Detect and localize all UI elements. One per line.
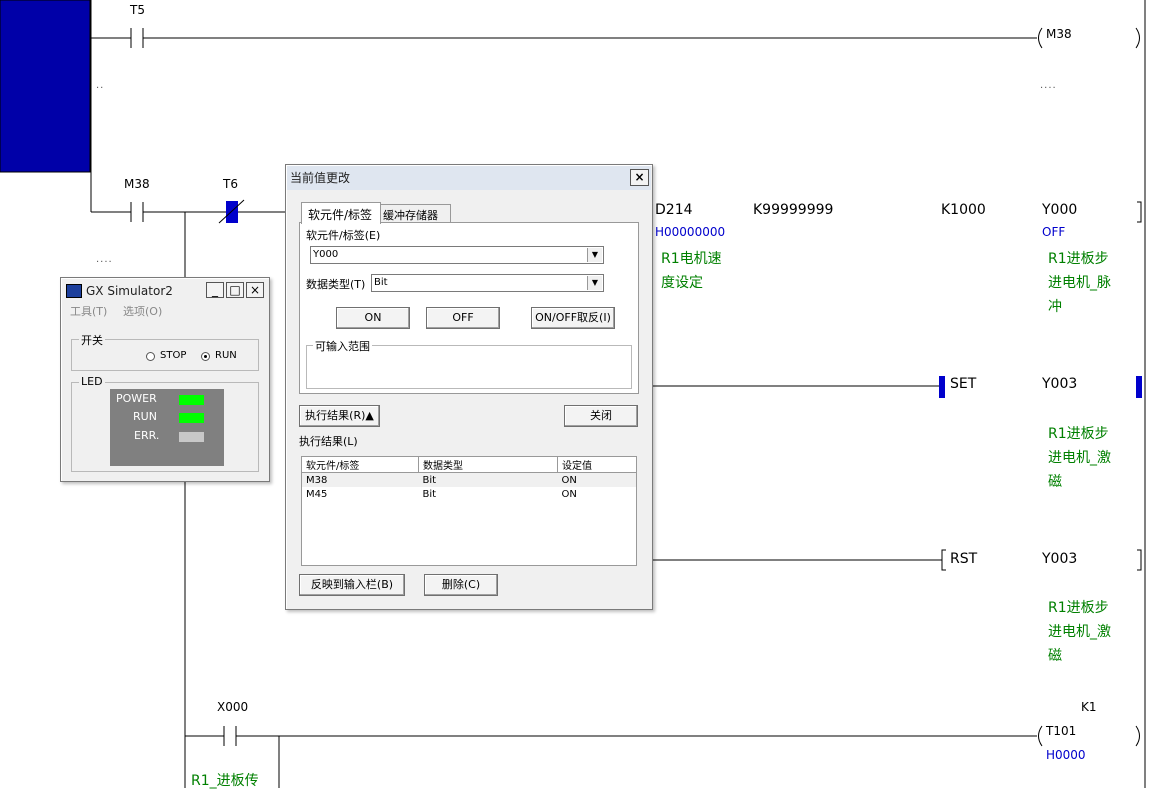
- table-row[interactable]: M45 Bit ON: [302, 487, 636, 501]
- contact-x000-comment: R1_进板传: [191, 773, 259, 789]
- row-type: Bit: [422, 474, 437, 486]
- row-value: ON: [561, 488, 577, 500]
- dialog-close-icon[interactable]: ×: [630, 169, 649, 186]
- menu-tools[interactable]: 工具(T): [70, 305, 108, 318]
- dialog-titlebar[interactable]: 当前值更改: [287, 166, 651, 190]
- range-group-label: 可输入范围: [313, 338, 372, 354]
- led-panel: POWER RUN ERR.: [110, 389, 224, 466]
- device-input[interactable]: Y000 ▼: [310, 246, 604, 264]
- col-datatype[interactable]: 数据类型: [418, 457, 558, 473]
- rst-comment-1: R1进板步: [1048, 600, 1109, 616]
- tab-buffer-memory-text: 缓冲存储器: [383, 209, 438, 222]
- device-label: 软元件/标签(E): [306, 229, 381, 242]
- toggle-button[interactable]: ON/OFF取反(I): [531, 307, 615, 329]
- reflect-to-input-button[interactable]: 反映到输入栏(B): [299, 574, 405, 596]
- contact-x000-label[interactable]: X000: [217, 700, 249, 714]
- led-run-label: RUN: [133, 410, 157, 423]
- exec-result-label: 执行结果(L): [299, 435, 358, 448]
- datatype-select[interactable]: Bit ▼: [371, 274, 604, 292]
- dialog-title: 当前值更改: [290, 171, 351, 185]
- set-comment-2: 进电机_激: [1048, 450, 1111, 466]
- on-button[interactable]: ON: [336, 307, 410, 329]
- instr-device-d214[interactable]: D214: [655, 202, 693, 218]
- led-power-label: POWER: [116, 392, 157, 405]
- row2-dots: ....: [96, 254, 113, 265]
- instr-device-comment-2: 度设定: [661, 275, 703, 291]
- instr-k99999999[interactable]: K99999999: [753, 202, 834, 218]
- instr-out-comment-1: R1进板步: [1048, 251, 1109, 267]
- maximize-icon[interactable]: □: [226, 282, 244, 298]
- instr-rst[interactable]: RST: [950, 551, 978, 567]
- tab-panel: 软元件/标签(E) Y000 ▼ 数据类型(T) Bit ▼ ON OFF ON…: [299, 222, 639, 394]
- instr-out-comment-2: 进电机_脉: [1048, 275, 1111, 291]
- change-value-dialog: 当前值更改 × 软元件/标签 缓冲存储器 软元件/标签(E) Y000 ▼ 数据…: [285, 164, 653, 610]
- tab-device-label-text: 软元件/标签: [308, 208, 373, 222]
- off-button[interactable]: OFF: [426, 307, 500, 329]
- instr-out-state: OFF: [1042, 225, 1066, 239]
- rst-comment-3: 磁: [1048, 648, 1062, 664]
- simulator-title: GX Simulator2: [86, 284, 173, 298]
- instr-set[interactable]: SET: [950, 376, 977, 392]
- delete-button[interactable]: 删除(C): [424, 574, 498, 596]
- contact-m38-label[interactable]: M38: [124, 177, 150, 191]
- led-run-indicator: [179, 413, 204, 423]
- set-comment-1: R1进板步: [1048, 426, 1109, 442]
- minimize-icon[interactable]: _: [206, 282, 224, 298]
- switch-group: [71, 339, 259, 371]
- selection-block: [0, 0, 91, 173]
- range-group: [306, 345, 632, 389]
- exec-result-toggle-button[interactable]: 执行结果(R)▲: [299, 405, 380, 427]
- coil-m38-label[interactable]: M38: [1046, 27, 1072, 41]
- led-group: [71, 382, 259, 472]
- tab-device-label[interactable]: 软元件/标签: [301, 202, 381, 224]
- contact-t5-label[interactable]: T5: [130, 3, 145, 17]
- col-device[interactable]: 软元件/标签: [302, 457, 419, 473]
- instr-out-comment-3: 冲: [1048, 299, 1062, 315]
- timer-k1[interactable]: K1: [1081, 700, 1097, 714]
- set-device-y003[interactable]: Y003: [1042, 376, 1078, 392]
- row1-dots-left: ..: [96, 80, 105, 91]
- datatype-dropdown-arrow-icon[interactable]: ▼: [587, 276, 602, 290]
- close-icon[interactable]: ×: [246, 282, 264, 298]
- exec-result-table: 软元件/标签 数据类型 设定值 M38 Bit ON M45 Bit ON: [302, 457, 636, 501]
- stop-label: STOP: [160, 350, 187, 361]
- timer-t101-value: H0000: [1046, 748, 1086, 762]
- col-value[interactable]: 设定值: [557, 457, 636, 473]
- set-comment-3: 磁: [1048, 474, 1062, 490]
- rst-comment-2: 进电机_激: [1048, 624, 1111, 640]
- led-power-indicator: [179, 395, 204, 405]
- instr-out-y000[interactable]: Y000: [1042, 202, 1078, 218]
- run-radio[interactable]: [201, 352, 210, 361]
- gx-simulator-window: GX Simulator2 _ □ × 工具(T) 选项(O) 开关 STOP …: [60, 277, 270, 482]
- instr-k1000[interactable]: K1000: [941, 202, 986, 218]
- instr-device-value: H00000000: [655, 225, 726, 239]
- simulator-app-icon: [66, 284, 82, 298]
- exec-result-list[interactable]: 软元件/标签 数据类型 设定值 M38 Bit ON M45 Bit ON: [301, 456, 637, 566]
- device-dropdown-arrow-icon[interactable]: ▼: [587, 248, 602, 262]
- led-err-label: ERR.: [134, 429, 160, 442]
- rst-device-y003[interactable]: Y003: [1042, 551, 1078, 567]
- datatype-label: 数据类型(T): [306, 278, 366, 291]
- row-device: M45: [306, 488, 328, 500]
- row1-dots-right: ....: [1040, 80, 1057, 91]
- row-value: ON: [561, 474, 577, 486]
- row-device: M38: [306, 474, 328, 486]
- run-label: RUN: [215, 350, 237, 361]
- row-type: Bit: [422, 488, 437, 500]
- menu-options[interactable]: 选项(O): [123, 305, 163, 318]
- close-button[interactable]: 关闭: [564, 405, 638, 427]
- switch-group-label: 开关: [79, 332, 105, 348]
- led-group-label: LED: [79, 375, 105, 388]
- timer-t101-label[interactable]: T101: [1046, 724, 1077, 738]
- device-input-value: Y000: [313, 249, 339, 260]
- instr-device-comment-1: R1电机速: [661, 251, 722, 267]
- stop-radio[interactable]: [146, 352, 155, 361]
- contact-t6-label[interactable]: T6: [223, 177, 238, 191]
- table-row[interactable]: M38 Bit ON: [302, 472, 636, 487]
- datatype-select-value: Bit: [374, 277, 388, 288]
- tab-buffer-memory[interactable]: 缓冲存储器: [379, 204, 451, 223]
- led-err-indicator: [179, 432, 204, 442]
